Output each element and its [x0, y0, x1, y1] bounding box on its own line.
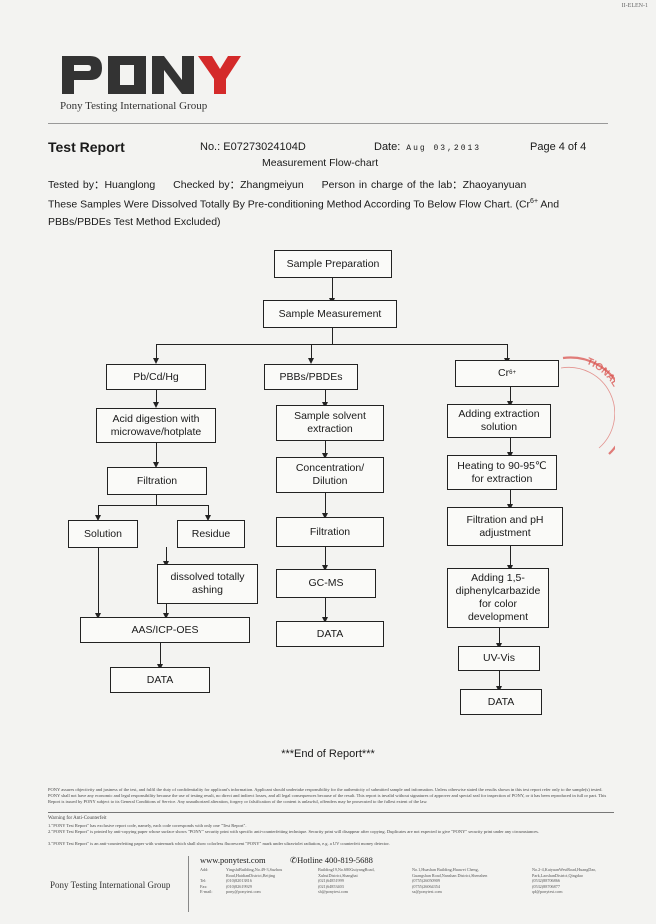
- hotline: ✆Hotline 400-819-5688: [290, 855, 373, 865]
- lab-person: Person in charge of the lab：Zhaoyanyuan: [321, 179, 527, 191]
- box-pb-cd-hg: Pb/Cd/Hg: [106, 364, 206, 390]
- office-shenzhen: No.1,Huashan Building,Huawei Cheng,Guang…: [412, 867, 488, 895]
- box-data-middle: DATA: [276, 621, 384, 647]
- label-tel: Tel:: [200, 878, 207, 884]
- header-divider: [48, 123, 608, 124]
- box-aas-icp-oes: AAS/ICP-OES: [80, 617, 250, 643]
- box-sample-measurement: Sample Measurement: [263, 300, 397, 328]
- description-text-end: And PBBs/PBDEs Test Method Excluded): [48, 198, 560, 228]
- box-residue: Residue: [177, 520, 245, 548]
- office-shanghai: Building19,No.680GuiyangRoad,XuhuiDistri…: [318, 867, 375, 895]
- footer-group-name: Pony Testing International Group: [50, 880, 171, 890]
- box-gc-ms: GC-MS: [276, 569, 376, 598]
- cr-label: Cr: [498, 367, 510, 379]
- date-value: Aug 03,2013: [406, 144, 482, 153]
- flowchart-title: Measurement Flow-chart: [262, 157, 379, 169]
- report-number-label: No.:: [200, 141, 221, 153]
- box-pbbs-pbdes: PBBs/PBDEs: [264, 364, 358, 390]
- disclaimer: PONY assures objectivity and justness of…: [48, 787, 607, 804]
- box-data-left: DATA: [110, 667, 210, 693]
- description-sup: 6+: [530, 198, 539, 205]
- box-acid-digestion: Acid digestion with microwave/hotplate: [96, 408, 216, 443]
- box-sample-preparation: Sample Preparation: [274, 250, 392, 278]
- box-concentration-dilution: Concentration/ Dilution: [276, 457, 384, 493]
- method-description: These Samples Were Dissolved Totally By …: [48, 193, 614, 231]
- personnel-line: Tested by：Huanglong Checked by：Zhangmeiy…: [48, 177, 628, 192]
- box-filtration-ph: Filtration and pH adjustment: [447, 507, 563, 546]
- pony-logo: [62, 56, 241, 94]
- website: www.ponytest.com: [200, 855, 266, 865]
- cr-superscript: 6+: [509, 370, 516, 376]
- group-name: Pony Testing International Group: [60, 100, 208, 112]
- report-date: Date: Aug 03,2013: [374, 141, 481, 153]
- anti-counterfeit-title: Warning for Anti-Counterfeit: [48, 816, 107, 821]
- box-filtration-left: Filtration: [107, 467, 207, 495]
- footer-separator: [188, 856, 189, 912]
- label-fax: Fax:: [200, 883, 208, 889]
- box-filtration-middle: Filtration: [276, 517, 384, 547]
- description-text: These Samples Were Dissolved Totally By …: [48, 198, 531, 211]
- box-solvent-extraction: Sample solvent extraction: [276, 405, 384, 441]
- box-heating: Heating to 90-95℃ for extraction: [447, 455, 557, 490]
- box-dissolved-ashing: dissolved totally ashing: [157, 564, 258, 604]
- anti-counterfeit-note: 2."PONY Test Report" is printed by anti-…: [48, 829, 539, 834]
- tested-by: Tested by：Huanglong: [48, 179, 156, 191]
- report-number: No.: E07273024104D: [200, 141, 306, 153]
- label-add: Add:: [200, 867, 209, 872]
- document-code: II-ELEN-1: [621, 3, 648, 9]
- page-number: Page 4 of 4: [530, 141, 587, 153]
- box-adding-dpc: Adding 1,5-diphenylcarbazide for color d…: [447, 568, 549, 628]
- office-qingdao: No.2-4,KaiyuanWestRoad,HuangDao,Park,Lao…: [532, 867, 597, 895]
- box-adding-extraction: Adding extraction solution: [447, 404, 551, 438]
- date-label: Date:: [374, 141, 401, 153]
- report-title: Test Report: [48, 139, 125, 155]
- box-uv-vis: UV-Vis: [458, 646, 540, 671]
- checked-by: Checked by：Zhangmeiyun: [173, 179, 304, 191]
- box-data-right: DATA: [460, 689, 542, 715]
- anti-counterfeit-note: 1."PONY Test Report" has exclusive repor…: [48, 823, 247, 828]
- end-of-report: ***End of Report***: [281, 748, 375, 760]
- anti-counterfeit-note: 3."PONY Test Report" is an anti-counterf…: [48, 841, 390, 846]
- box-solution: Solution: [68, 520, 138, 548]
- footer-labels: Add: Tel: Fax: E-mail:: [200, 867, 213, 895]
- label-email: E-mail:: [200, 889, 213, 895]
- footer-divider: [48, 812, 614, 813]
- report-number-value: E07273024104D: [223, 141, 306, 153]
- official-seal: TIONAL: [560, 356, 615, 455]
